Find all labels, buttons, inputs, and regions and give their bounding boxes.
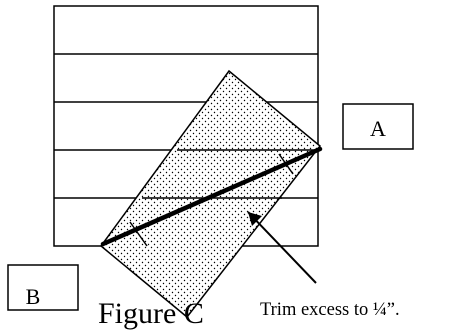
- dotted-panel: [99, 69, 322, 319]
- label-b-box: B: [7, 264, 79, 311]
- trim-arrow-head: [248, 212, 262, 226]
- label-a-text: A: [370, 116, 386, 141]
- figure-caption: Figure C: [98, 297, 204, 330]
- trim-arrow: [247, 211, 317, 284]
- trim-annotation: Trim excess to ¼”.: [260, 300, 400, 320]
- label-a-box: A: [342, 103, 414, 150]
- tick-mark-upper: [278, 153, 294, 175]
- diagonal-line: [100, 146, 323, 247]
- label-b-text: B: [26, 284, 41, 309]
- label-b-frame: [7, 264, 79, 311]
- tick-mark-lower: [129, 221, 148, 247]
- label-a-frame: [342, 103, 414, 150]
- trim-arrow-shaft: [247, 211, 317, 284]
